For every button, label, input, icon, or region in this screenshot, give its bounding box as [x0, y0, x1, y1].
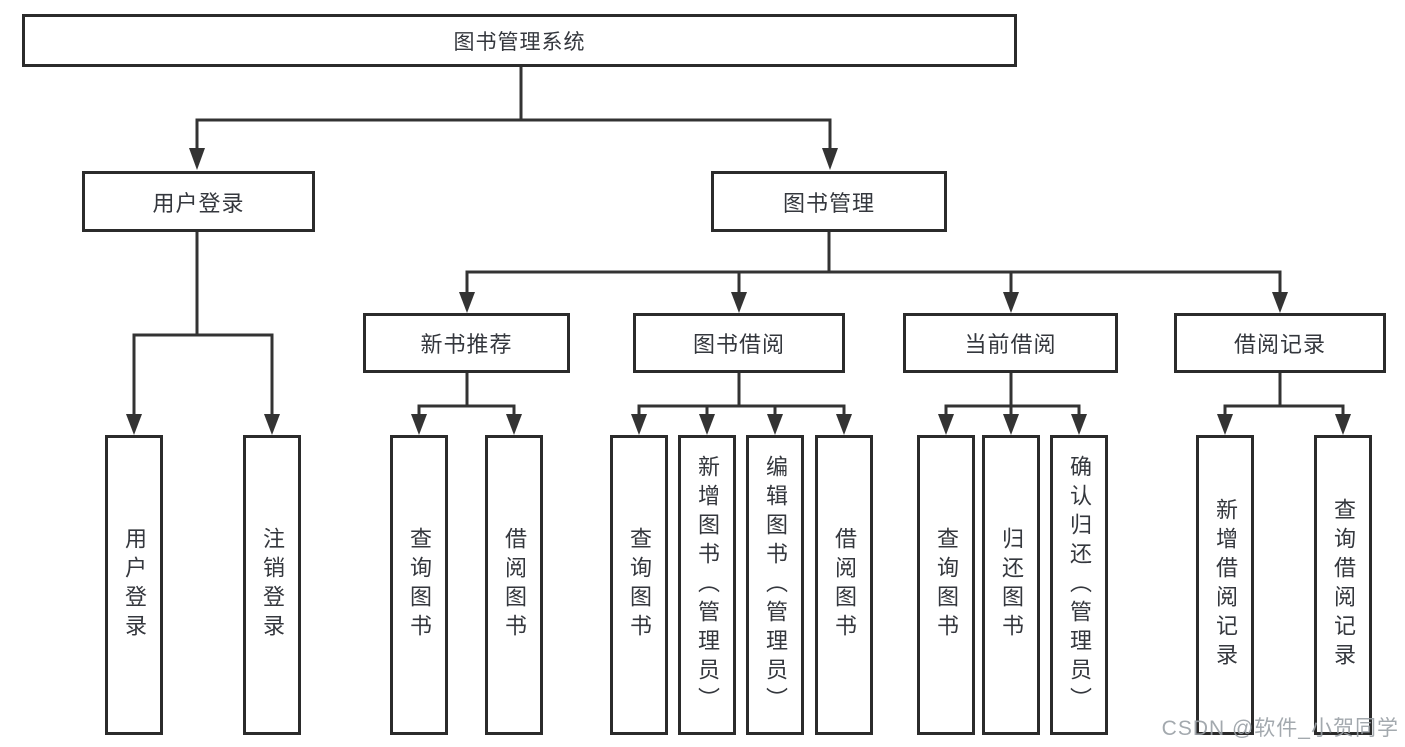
- node-root: 图书管理系统: [22, 14, 1017, 67]
- node-current-borrow: 当前借阅: [903, 313, 1118, 373]
- leaf-br-add-record: 新增借阅记录: [1196, 435, 1254, 735]
- node-borrow-records: 借阅记录: [1174, 313, 1386, 373]
- connector-borrow-records-rail: [1223, 404, 1345, 416]
- connector-book-mgmt-rail: [465, 270, 1282, 293]
- connector-user-login-rail: [132, 333, 274, 415]
- node-user-login: 用户登录: [82, 171, 315, 232]
- leaf-rec-borrow-book: 借阅图书: [485, 435, 543, 735]
- connector-book-borrow-rail: [637, 404, 846, 416]
- leaf-cb-return-book: 归还图书: [982, 435, 1040, 735]
- leaf-bb-edit-book-admin: 编辑图书（管理员）: [746, 435, 804, 735]
- node-book-borrow: 图书借阅: [633, 313, 845, 373]
- leaf-bb-query-book: 查询图书: [610, 435, 668, 735]
- leaf-bb-add-book-admin: 新增图书（管理员）: [678, 435, 736, 735]
- connector-new-book-rec-rail: [417, 404, 516, 416]
- leaf-bb-borrow-book: 借阅图书: [815, 435, 873, 735]
- leaf-logout: 注销登录: [243, 435, 301, 735]
- leaf-cb-confirm-return-admin: 确认归还（管理员）: [1050, 435, 1108, 735]
- leaf-user-login: 用户登录: [105, 435, 163, 735]
- arrowheads: [126, 148, 1351, 435]
- leaf-cb-query-book: 查询图书: [917, 435, 975, 735]
- node-book-management: 图书管理: [711, 171, 947, 232]
- connector-root-rail: [195, 118, 832, 149]
- leaf-rec-query-book: 查询图书: [390, 435, 448, 735]
- node-new-book-recommend: 新书推荐: [363, 313, 570, 373]
- leaf-br-query-record: 查询借阅记录: [1314, 435, 1372, 735]
